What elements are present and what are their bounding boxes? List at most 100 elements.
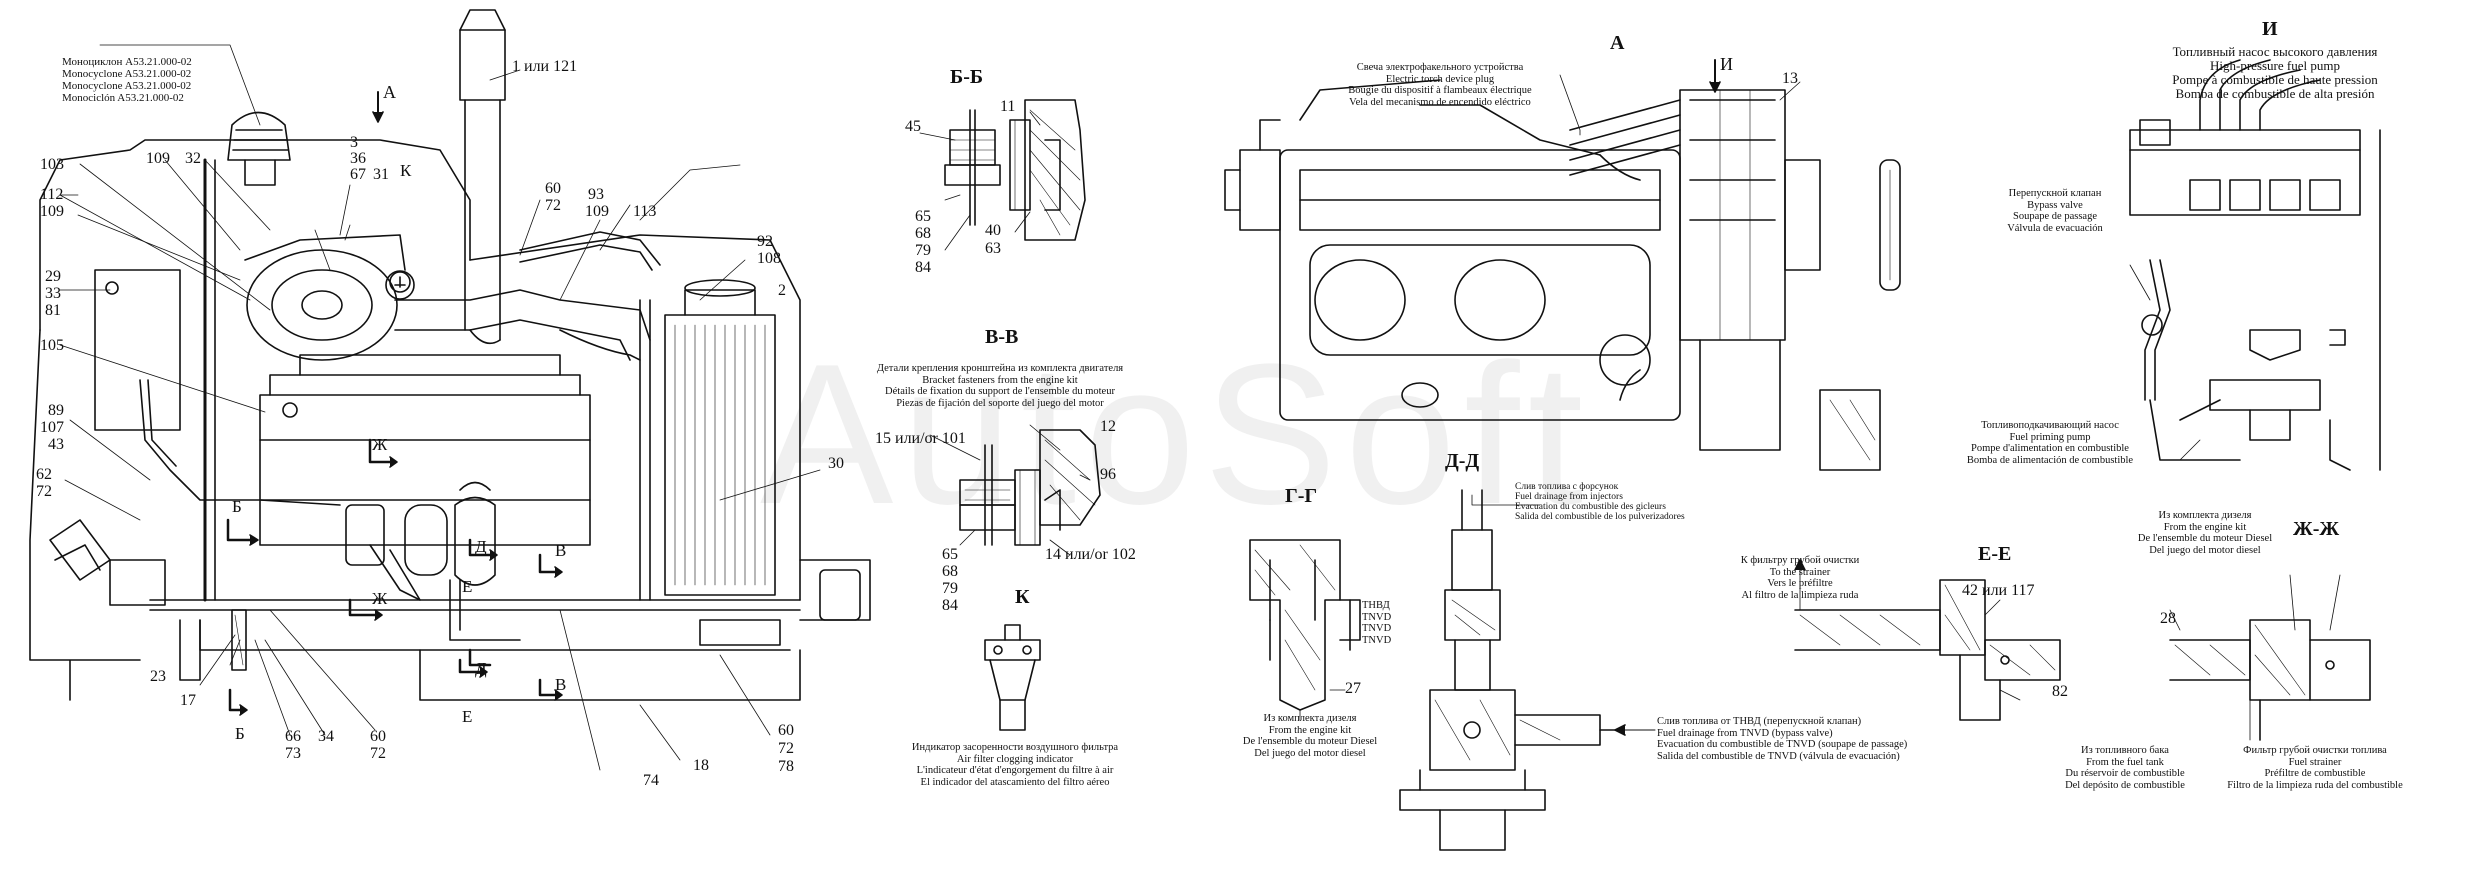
dd-injector-fr: Evacuation du combustible des gicleurs	[1515, 502, 1666, 512]
gg-caption-ru: Из комплекта дизеля	[1263, 713, 1357, 724]
gg-caption: Из комплекта дизеля From the engine kit …	[1210, 713, 1410, 759]
callout-23: 23	[150, 668, 166, 685]
i-priming-en: Fuel priming pump	[2009, 431, 2091, 443]
a-torch-ru: Свеча электрофакельного устройства	[1356, 62, 1524, 73]
i-pump-fr: Pompe à combustible de haute pression	[2172, 72, 2378, 87]
vv-callout-96: 96	[1100, 466, 1116, 483]
callout-72c: 72	[370, 745, 386, 762]
callout-107: 107	[40, 419, 64, 436]
zhzh-strainer-en: Fuel strainer	[2288, 756, 2342, 768]
vv-callout-68: 68	[942, 563, 958, 580]
a-torch-caption: Свеча электрофакельного устройства Elect…	[1330, 62, 1550, 108]
bb-callout-84: 84	[915, 259, 931, 276]
callout-73: 73	[285, 745, 301, 762]
zhzh-kit-es: Del juego del motor diesel	[2149, 544, 2261, 556]
ee-section-drawing	[1794, 559, 2061, 721]
callout-33: 33	[45, 285, 61, 302]
dd-title: Д-Д	[1445, 450, 1480, 472]
i-pump-title: Топливный насос высокого давления High-p…	[2125, 45, 2425, 101]
zhzh-tank-caption: Из топливного бака From the fuel tank Du…	[2035, 745, 2215, 791]
gg-caption-fr: De l'ensemble du moteur Diesel	[1242, 736, 1378, 747]
callout-17: 17	[180, 692, 196, 709]
i-bypass-es: Válvula de evacuación	[2007, 222, 2103, 234]
gg-tnvd-en: TNVD	[1362, 611, 1392, 623]
bb-callout-40: 40	[985, 222, 1001, 239]
zhzh-strainer-es: Filtro de la limpieza ruda del combustib…	[2227, 779, 2403, 791]
callout-60c: 60	[778, 722, 794, 739]
section-mark-zh2: Ж	[372, 589, 388, 608]
section-mark-e2: Е	[462, 707, 473, 726]
i-pump-en: High-pressure fuel pump	[2210, 58, 2340, 73]
dd-drain-en: Fuel drainage from TNVD (bypass valve)	[1657, 727, 1833, 739]
callout-60a: 60	[545, 180, 561, 197]
gg-caption-es: Del juego del motor diesel	[1254, 747, 1366, 759]
vv-callout-14-102: 14 или/or 102	[1045, 546, 1136, 563]
bb-callout-68: 68	[915, 225, 931, 242]
ee-title: Е-Е	[1978, 543, 2012, 565]
i-fuel-pump-view	[2129, 59, 2381, 471]
callout-109a: 109	[146, 150, 170, 167]
a-callout-13: 13	[1782, 70, 1798, 87]
callout-29: 29	[45, 268, 61, 285]
callout-78: 78	[778, 758, 794, 775]
callout-89: 89	[48, 402, 64, 419]
zhzh-strainer-caption: Фильтр грубой очистки топлива Fuel strai…	[2195, 745, 2435, 791]
arrow-a-label: А	[383, 82, 396, 102]
k-caption-en: Air filter clogging indicator	[956, 753, 1074, 765]
zhzh-tank-fr: Du réservoir de combustible	[2065, 768, 2185, 779]
monocyclone-en: Monocyclone A53.21.000-02	[62, 68, 192, 80]
section-mark-v: В	[555, 541, 567, 560]
zhzh-kit-en: From the engine kit	[2163, 521, 2247, 533]
callout-112: 112	[40, 186, 64, 203]
ee-strainer-en: To the strainer	[1769, 566, 1831, 578]
monocyclone-ru: Моноциклон А53.21.000-02	[62, 56, 192, 68]
vv-callout-79: 79	[942, 580, 958, 597]
dd-drain-fr: Evacuation du combustible de TNVD (soupa…	[1657, 739, 1908, 750]
gg-tnvd-ru: ТНВД	[1362, 600, 1390, 611]
vv-title: В-В	[985, 326, 1019, 348]
callout-109c: 109	[585, 203, 609, 220]
watermark: AutoSoft	[760, 323, 1592, 546]
callout-66: 66	[285, 728, 301, 745]
i-pump-es: Bomba de combustible de alta presión	[2175, 86, 2375, 101]
dd-drain-es: Salida del combustible de TNVD (válvula …	[1657, 750, 1900, 762]
zhzh-section-drawing	[2169, 574, 2371, 741]
i-priming-ru: Топливоподкачивающий насос	[1981, 420, 2119, 431]
monocyclone-es: Monociclón A53.21.000-02	[62, 92, 184, 104]
bb-title: Б-Б	[950, 66, 984, 88]
callout-72b: 72	[545, 197, 561, 214]
zhzh-title: Ж-Ж	[2293, 518, 2340, 540]
vv-callout-65: 65	[942, 546, 958, 563]
a-torch-es: Vela del mecanismo de encendido eléctric…	[1349, 96, 1531, 108]
callout-81: 81	[45, 302, 61, 319]
ee-strainer-caption: К фильтру грубой очистки To the strainer…	[1695, 555, 1905, 601]
a-engine-view	[1224, 59, 1901, 471]
callout-31: 31	[373, 166, 389, 183]
i-pump-ru: Топливный насос высокого давления	[2172, 44, 2378, 59]
vv-callout-15-101: 15 или/or 101	[875, 430, 966, 447]
gg-title: Г-Г	[1285, 485, 1318, 507]
bb-callout-45: 45	[905, 118, 921, 135]
callout-93: 93	[588, 186, 604, 203]
callout-92: 92	[757, 233, 773, 250]
dd-drain-ru: Слив топлива от ТНВД (перепускной клапан…	[1657, 716, 1862, 727]
dd-injector-ru: Слив топлива с форсунок	[1515, 482, 1619, 492]
i-bypass-ru: Перепускной клапан	[2008, 188, 2102, 199]
i-priming-caption: Топливоподкачивающий насос Fuel priming …	[1900, 420, 2200, 466]
ee-strainer-es: Al filtro de la limpieza ruda	[1741, 589, 1859, 601]
k-title: К	[1015, 586, 1030, 608]
callout-34: 34	[318, 728, 334, 745]
callout-43: 43	[48, 436, 64, 453]
zhzh-callout-28: 28	[2160, 610, 2176, 627]
section-mark-v2: В	[555, 675, 567, 694]
zhzh-tank-en: From the fuel tank	[2086, 756, 2164, 768]
i-priming-fr: Pompe d'alimentation en combustible	[1971, 443, 2129, 454]
dd-injector-caption: Слив топлива с форсунок Fuel drainage fr…	[1515, 482, 1685, 522]
gg-section-drawing	[1249, 539, 1361, 721]
callout-30: 30	[828, 455, 844, 472]
zhzh-tank-es: Del depósito de combustible	[2065, 779, 2185, 791]
ee-callout-82: 82	[2052, 683, 2068, 700]
callout-60b: 60	[370, 728, 386, 745]
bb-callout-11: 11	[1000, 98, 1016, 115]
